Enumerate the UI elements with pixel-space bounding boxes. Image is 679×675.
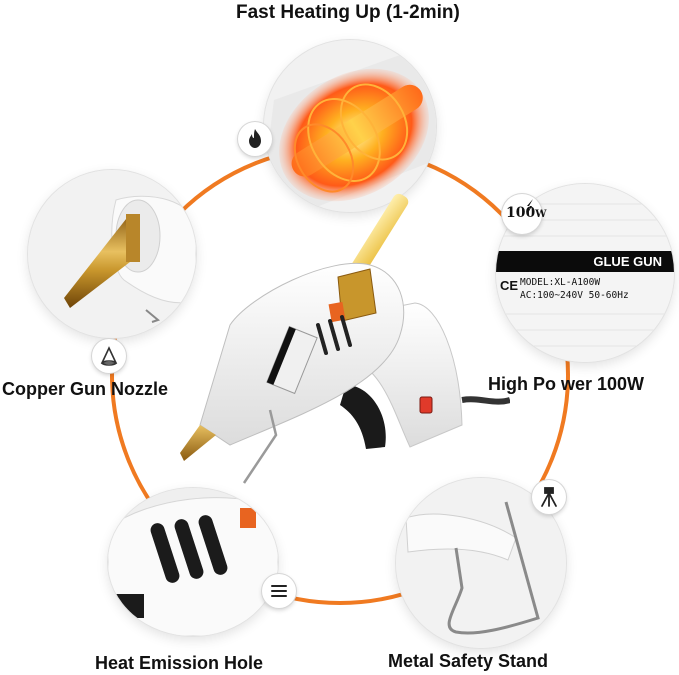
power-badge-value: 100 <box>506 205 536 221</box>
power-badge: 100W <box>502 194 546 234</box>
heating-detail-bubble <box>264 40 436 212</box>
cone-icon <box>92 339 126 373</box>
copper-nozzle-image <box>28 170 196 338</box>
heating-element-image <box>264 40 436 212</box>
stand-detail-bubble <box>396 478 566 648</box>
glue-gun-image <box>180 193 510 484</box>
caption-metal-stand: Metal Safety Stand <box>388 651 549 671</box>
heat-emission-image <box>108 488 278 636</box>
caption-high-power: High Po wer 100W <box>488 374 645 394</box>
label-title: GLUE GUN <box>496 251 674 272</box>
caption-fast-heating: Fast Heating Up (1-2min) <box>236 2 460 23</box>
label-model: MODEL:XL-A100W <box>520 277 601 288</box>
flame-icon <box>238 122 272 156</box>
vent-detail-bubble <box>108 488 278 636</box>
caption-heat-emission: Heat Emission Hole <box>95 653 264 673</box>
vent-lines-icon <box>262 574 296 608</box>
lightning-icon <box>527 199 533 213</box>
power-badge-unit: W <box>535 209 547 220</box>
metal-stand-image <box>396 478 566 648</box>
caption-copper-nozzle: Copper Gun Nozzle <box>2 379 168 399</box>
ce-mark: CE <box>500 278 519 293</box>
tripod-icon <box>532 480 566 514</box>
label-rating: AC:100~240V 50-60Hz <box>520 290 629 301</box>
nozzle-detail-bubble <box>28 170 196 338</box>
rating-label: GLUE GUN CE MODEL:XL-A100W AC:100~240V 5… <box>496 184 674 362</box>
